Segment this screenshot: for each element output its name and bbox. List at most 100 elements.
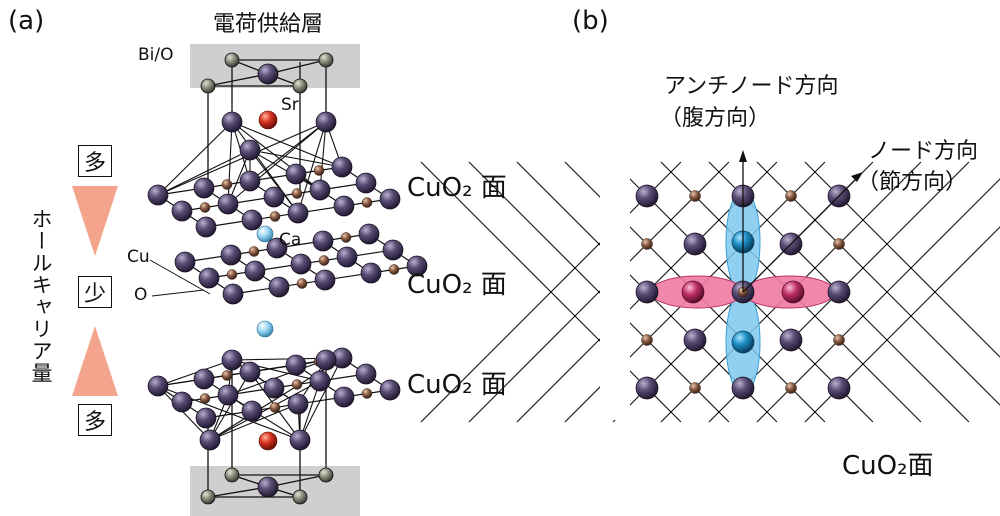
apical-bond — [299, 357, 343, 441]
cuo2-plane-middle — [174, 223, 428, 305]
apical-atom — [239, 139, 261, 161]
cu-atom — [171, 200, 193, 222]
cu-atom — [171, 391, 193, 413]
ca-label: Ca — [279, 230, 302, 250]
hole-level-high-top: 多 — [78, 145, 112, 177]
cu-atom — [241, 400, 263, 422]
cu-atom — [635, 280, 659, 304]
cu-atom — [312, 230, 334, 252]
node-direction-label: ノード方向 — [868, 139, 979, 164]
bio-label: Bi/O — [138, 45, 174, 65]
cuo2-plane-label-b: CuO₂面 — [842, 451, 934, 481]
cu-atom-pink — [681, 280, 705, 304]
cu-atom — [263, 377, 285, 399]
cu-atom — [358, 223, 380, 245]
antinode-direction-label: アンチノード方向 — [664, 74, 839, 99]
cuo2-plane-upper — [147, 111, 401, 238]
cu-atom — [239, 170, 261, 192]
cu-atom — [779, 328, 803, 352]
apical-bond — [297, 121, 327, 214]
cu-atom — [263, 186, 285, 208]
cuo2-plane-label-3: CuO₂ 面 — [407, 370, 507, 400]
cu-atom — [244, 260, 266, 282]
o-atom — [221, 179, 233, 190]
hole-arrow-up — [72, 326, 118, 396]
panel-a-label: (a) — [8, 6, 45, 36]
cu-atom — [193, 177, 215, 199]
o-atom — [269, 402, 281, 413]
cu-atom — [406, 255, 428, 277]
sr-atom-bottom — [258, 431, 278, 451]
cu-atom — [379, 188, 401, 210]
o-atom — [785, 190, 797, 202]
apical-bond — [227, 121, 327, 205]
apical-bond — [299, 380, 321, 441]
cu-atom — [266, 237, 288, 259]
o-atom — [313, 165, 325, 176]
cu-label: Cu — [127, 247, 150, 267]
cu-atom-pink — [781, 280, 805, 304]
apical-atom — [221, 349, 243, 371]
cu-atom — [195, 407, 217, 429]
cu-atom — [309, 179, 331, 201]
apical-bond — [227, 121, 233, 205]
cuo2-plane-lower — [147, 347, 401, 451]
apical-bond — [157, 149, 251, 196]
cu-atom — [193, 368, 215, 390]
cu-atom — [355, 172, 377, 194]
cu-atom — [355, 363, 377, 385]
cu-atom — [360, 262, 382, 284]
antinode-direction-sub: （腹方向） — [660, 106, 771, 131]
cu-atom — [220, 244, 242, 266]
cuo2-plane-label-1: CuO₂ 面 — [407, 173, 507, 203]
cu-atom — [333, 195, 355, 217]
o-atom — [318, 255, 330, 266]
cu-atom — [195, 216, 217, 238]
mask — [600, 140, 630, 420]
cu-atom — [683, 232, 707, 256]
cu-atom — [309, 370, 331, 392]
cu-atom — [287, 202, 309, 224]
o-atom — [269, 211, 281, 222]
apical-bond — [231, 121, 321, 191]
apical-bond — [157, 121, 233, 196]
charge-layer-label: 電荷供給層 — [213, 12, 324, 37]
node-direction-sub: （節方向） — [857, 170, 968, 195]
hole-level-low: 少 — [78, 276, 112, 308]
bio-atoms-top — [200, 52, 334, 94]
apical-bond — [249, 149, 321, 191]
cu-atom — [290, 253, 312, 275]
cu-atom — [331, 156, 353, 178]
cu-atom — [222, 283, 244, 305]
apical-atom — [315, 349, 337, 371]
ca-atom-lower — [256, 320, 274, 338]
cu-atom — [174, 251, 196, 273]
o-atom — [785, 382, 797, 394]
o-atom — [641, 334, 653, 346]
sr-label: Sr — [281, 95, 299, 115]
apical-bond — [231, 121, 343, 168]
cu-atom — [217, 384, 239, 406]
cu-atom — [827, 376, 851, 400]
apical-atom — [221, 111, 243, 133]
cu-atom — [382, 239, 404, 261]
cu-atom — [239, 361, 261, 383]
apical-bond — [249, 121, 327, 182]
cu-atom — [336, 246, 358, 268]
grid-line — [756, 178, 1000, 423]
cuo2-plane-label-2: CuO₂ 面 — [407, 270, 507, 300]
apical-atom — [315, 111, 337, 133]
hole-level-high-bottom: 多 — [78, 404, 112, 436]
apical-bond — [209, 371, 251, 441]
grid-line — [420, 161, 682, 423]
o-label: O — [134, 285, 148, 305]
cu-atom — [268, 276, 290, 298]
cu-atom — [285, 354, 307, 376]
cu-atom — [683, 328, 707, 352]
ca-atom-upper — [256, 225, 274, 243]
o-atom — [689, 190, 701, 202]
o-atom — [221, 370, 233, 381]
apical-bond — [157, 359, 233, 387]
apical-bond — [227, 394, 301, 441]
